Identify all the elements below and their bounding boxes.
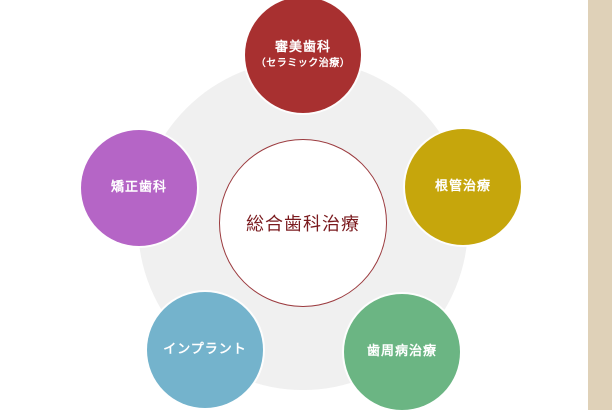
node-sublabel: （セラミック治療） [255, 58, 351, 69]
node-label: インプラント [163, 342, 247, 357]
node-label: 審美歯科 [274, 40, 331, 55]
node-orthodontics[interactable]: 矯正歯科 [81, 130, 197, 246]
node-implant[interactable]: インプラント [147, 292, 263, 408]
node-cosmetic-dentistry[interactable]: 審美歯科 （セラミック治療） [245, 0, 361, 113]
node-label: 根管治療 [434, 179, 491, 194]
node-label: 歯周病治療 [366, 344, 437, 359]
node-periodontal[interactable]: 歯周病治療 [344, 294, 460, 410]
center-circle: 総合歯科治療 [219, 139, 387, 307]
node-root-canal[interactable]: 根管治療 [405, 129, 521, 245]
center-label: 総合歯科治療 [246, 214, 360, 235]
side-strip [588, 0, 612, 410]
node-label: 矯正歯科 [110, 180, 167, 195]
